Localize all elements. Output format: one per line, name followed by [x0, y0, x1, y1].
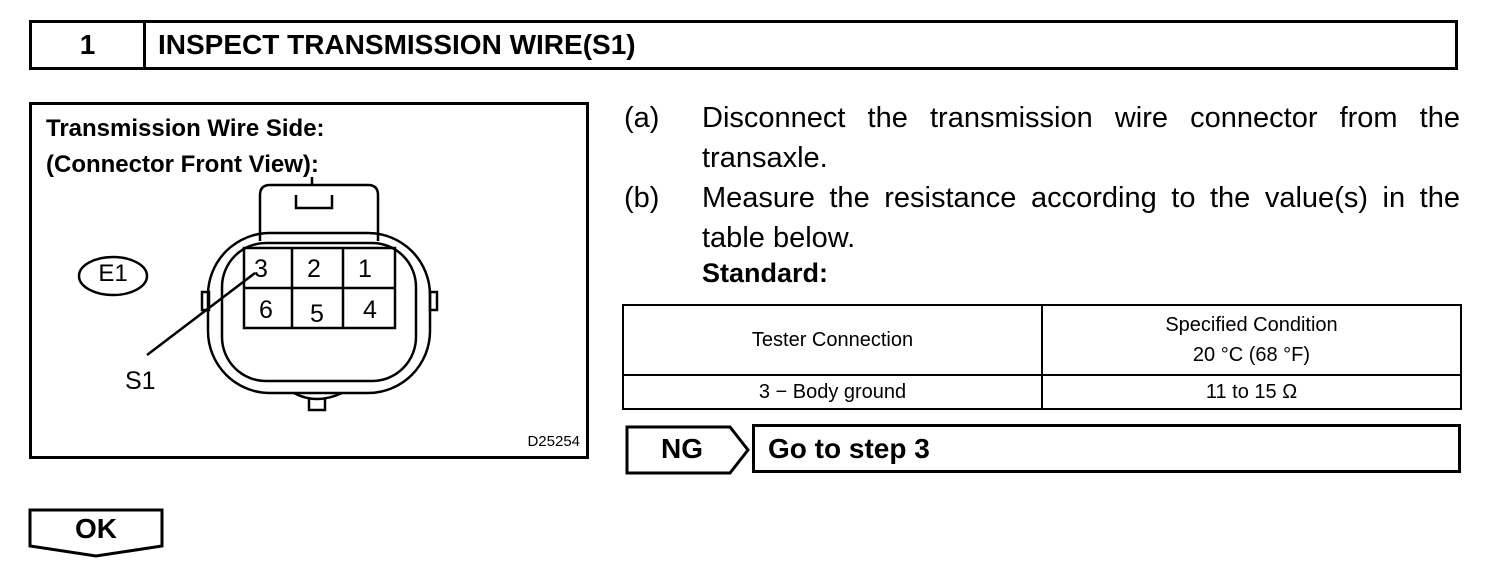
step-number: 1	[32, 23, 146, 67]
instruction-a-line2: transaxle.	[702, 142, 828, 174]
connector-code: E1	[98, 260, 128, 287]
header-specified-condition: Specified Condition 20 °C (68 °F)	[1041, 304, 1462, 376]
pin-1: 1	[358, 255, 372, 283]
standard-label: Standard:	[702, 258, 829, 288]
illustration-title-line2: (Connector Front View):	[46, 151, 319, 178]
pin-3: 3	[254, 255, 268, 283]
ng-action[interactable]: Go to step 3	[752, 424, 1461, 473]
pin-5: 5	[310, 300, 324, 328]
ng-arrow-shape	[625, 425, 750, 475]
table-header-row: Tester Connection Specified Condition 20…	[622, 304, 1462, 376]
table-row: 3 − Body ground 11 to 15 Ω	[622, 374, 1462, 410]
instruction-b-line2: table below.	[702, 222, 856, 254]
step-header: 1 INSPECT TRANSMISSION WIRE(S1)	[29, 20, 1458, 70]
instruction-a-label: (a)	[624, 102, 660, 134]
connector-illustration: Transmission Wire Side: (Connector Front…	[29, 102, 589, 459]
instruction-b-line1: Measure the resistance according to the …	[702, 182, 1460, 214]
illustration-title-line1: Transmission Wire Side:	[46, 115, 325, 142]
figure-code: D25254	[527, 433, 580, 450]
step-title: INSPECT TRANSMISSION WIRE(S1)	[158, 29, 636, 60]
header-condition-line2: 20 °C (68 °F)	[1192, 344, 1311, 366]
ng-label: NG	[661, 433, 703, 464]
ok-label[interactable]: OK	[75, 513, 117, 544]
pin-4: 4	[363, 296, 377, 324]
pin-2: 2	[307, 255, 321, 283]
instruction-b-label: (b)	[624, 182, 660, 214]
ok-arrow-shape	[28, 508, 164, 558]
cell-condition: 11 to 15 Ω	[1041, 374, 1462, 410]
instruction-a-line1: Disconnect the transmission wire connect…	[702, 102, 1460, 134]
header-condition-line1: Specified Condition	[1165, 314, 1338, 336]
connector-drawing	[77, 177, 439, 412]
spec-table: Tester Connection Specified Condition 20…	[622, 304, 1462, 410]
cell-connection: 3 − Body ground	[622, 374, 1043, 410]
pin-6: 6	[259, 296, 273, 324]
header-tester-connection: Tester Connection	[622, 304, 1043, 376]
pointer-label: S1	[125, 367, 156, 395]
